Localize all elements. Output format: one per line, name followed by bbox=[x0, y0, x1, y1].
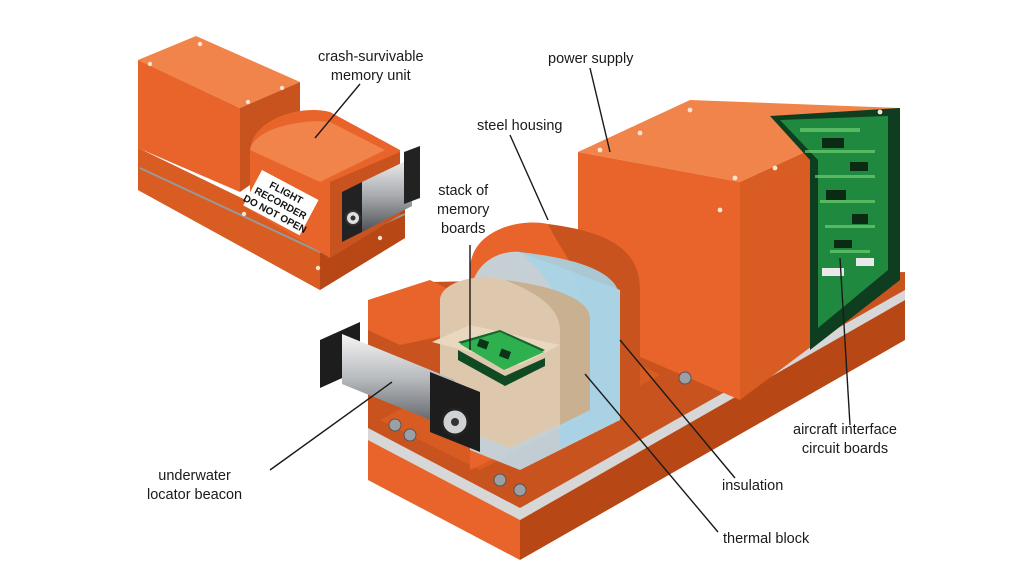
memory-boards bbox=[458, 330, 545, 386]
label-interface-boards: aircraft interface circuit boards bbox=[793, 422, 897, 457]
label-power-supply: power supply bbox=[548, 51, 634, 67]
label-memory-unit: crash-survivable memory unit bbox=[318, 49, 424, 84]
label-steel-housing: steel housing bbox=[477, 118, 563, 134]
label-locator-beacon: underwater locator beacon bbox=[147, 468, 243, 503]
small-beacon bbox=[342, 146, 420, 242]
large-recorder-unit bbox=[320, 100, 905, 560]
small-recorder-unit: FLIGHT RECORDER DO NOT OPEN bbox=[138, 36, 420, 290]
locator-beacon bbox=[320, 322, 480, 452]
label-thermal-block: thermal block bbox=[723, 531, 810, 547]
label-insulation: insulation bbox=[722, 478, 784, 494]
label-stack-of-memory-boards: stack of memory boards bbox=[437, 183, 490, 237]
leader-lines bbox=[269, 67, 851, 533]
